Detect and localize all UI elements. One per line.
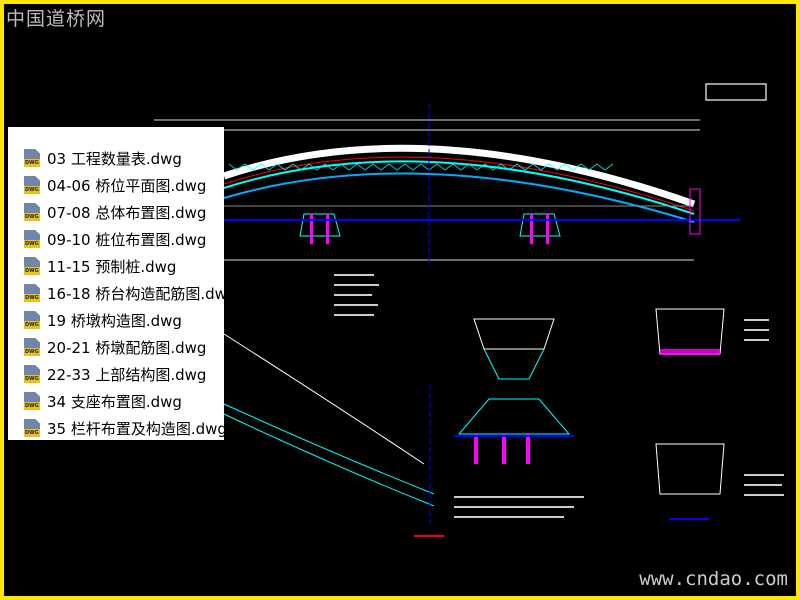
dwg-file-icon: DWG bbox=[24, 419, 40, 437]
file-list-item[interactable]: DWG 11-15 预制桩.dwg bbox=[24, 254, 176, 278]
cross-section-bracing bbox=[483, 348, 545, 380]
cross-section bbox=[473, 318, 555, 350]
dwg-file-icon: DWG bbox=[24, 149, 40, 167]
url-watermark: www.cndao.com bbox=[639, 568, 788, 590]
file-name: 22-33 上部结构图.dwg bbox=[47, 365, 207, 384]
file-list-item[interactable]: DWG 09-10 桩位布置图.dwg bbox=[24, 227, 206, 251]
pile bbox=[530, 214, 533, 244]
dwg-file-icon: DWG bbox=[24, 392, 40, 410]
file-list-item[interactable]: DWG 20-21 桥墩配筋图.dwg bbox=[24, 335, 206, 359]
deck-arch bbox=[222, 144, 696, 208]
file-list-item[interactable]: DWG 04-06 桥位平面图.dwg bbox=[24, 173, 206, 197]
dwg-file-icon: DWG bbox=[24, 284, 40, 302]
pile bbox=[526, 434, 530, 464]
pile bbox=[474, 434, 478, 464]
pile bbox=[502, 434, 506, 464]
file-name: 34 支座布置图.dwg bbox=[47, 392, 182, 411]
file-name: 20-21 桥墩配筋图.dwg bbox=[47, 338, 207, 357]
abutment bbox=[689, 188, 701, 235]
file-list-item[interactable]: DWG 16-18 桥台构造配筋图.dwg bbox=[24, 281, 224, 305]
truss-top bbox=[223, 160, 695, 215]
plan-arc bbox=[223, 403, 435, 495]
file-name: 35 栏杆布置及构造图.dwg bbox=[47, 419, 224, 438]
file-list-item[interactable]: DWG 07-08 总体布置图.dwg bbox=[24, 200, 206, 224]
truss-bottom bbox=[223, 172, 695, 223]
cross-section-detail bbox=[660, 349, 720, 355]
dwg-file-icon: DWG bbox=[24, 230, 40, 248]
file-name: 03 工程数量表.dwg bbox=[47, 149, 182, 168]
pile bbox=[310, 214, 313, 244]
file-name: 16-18 桥台构造配筋图.dwg bbox=[47, 284, 224, 303]
file-name: 07-08 总体布置图.dwg bbox=[47, 203, 207, 222]
pier-cap bbox=[457, 398, 571, 435]
file-list-item[interactable]: DWG 35 栏杆布置及构造图.dwg bbox=[24, 416, 224, 440]
dwg-file-icon: DWG bbox=[24, 176, 40, 194]
plan-arc bbox=[223, 413, 435, 507]
deck-arch bbox=[223, 156, 695, 212]
bridge-drawing bbox=[154, 83, 784, 537]
file-list-item[interactable]: DWG 19 桥墩构造图.dwg bbox=[24, 308, 182, 332]
file-list-item[interactable]: DWG 03 工程数量表.dwg bbox=[24, 146, 182, 170]
notes-text-block bbox=[334, 274, 784, 518]
pile bbox=[326, 214, 329, 244]
pier-left bbox=[299, 213, 341, 237]
file-name: 11-15 预制桩.dwg bbox=[47, 257, 177, 276]
pile bbox=[546, 214, 549, 244]
plan-arc bbox=[223, 333, 425, 465]
site-watermark: 中国道桥网 bbox=[6, 8, 107, 30]
title-block bbox=[705, 83, 767, 101]
dwg-file-icon: DWG bbox=[24, 203, 40, 221]
cross-section bbox=[655, 443, 725, 495]
dwg-file-icon: DWG bbox=[24, 311, 40, 329]
file-list-item[interactable]: DWG 34 支座布置图.dwg bbox=[24, 389, 182, 413]
file-name: 09-10 桩位布置图.dwg bbox=[47, 230, 207, 249]
file-name: 19 桥墩构造图.dwg bbox=[47, 311, 182, 330]
truss-web bbox=[228, 163, 614, 171]
dwg-file-icon: DWG bbox=[24, 338, 40, 356]
file-name: 04-06 桥位平面图.dwg bbox=[47, 176, 207, 195]
pier-right bbox=[519, 213, 561, 237]
file-list-item[interactable]: DWG 22-33 上部结构图.dwg bbox=[24, 362, 206, 386]
dwg-file-icon: DWG bbox=[24, 257, 40, 275]
dwg-file-icon: DWG bbox=[24, 365, 40, 383]
cross-section bbox=[655, 308, 725, 355]
